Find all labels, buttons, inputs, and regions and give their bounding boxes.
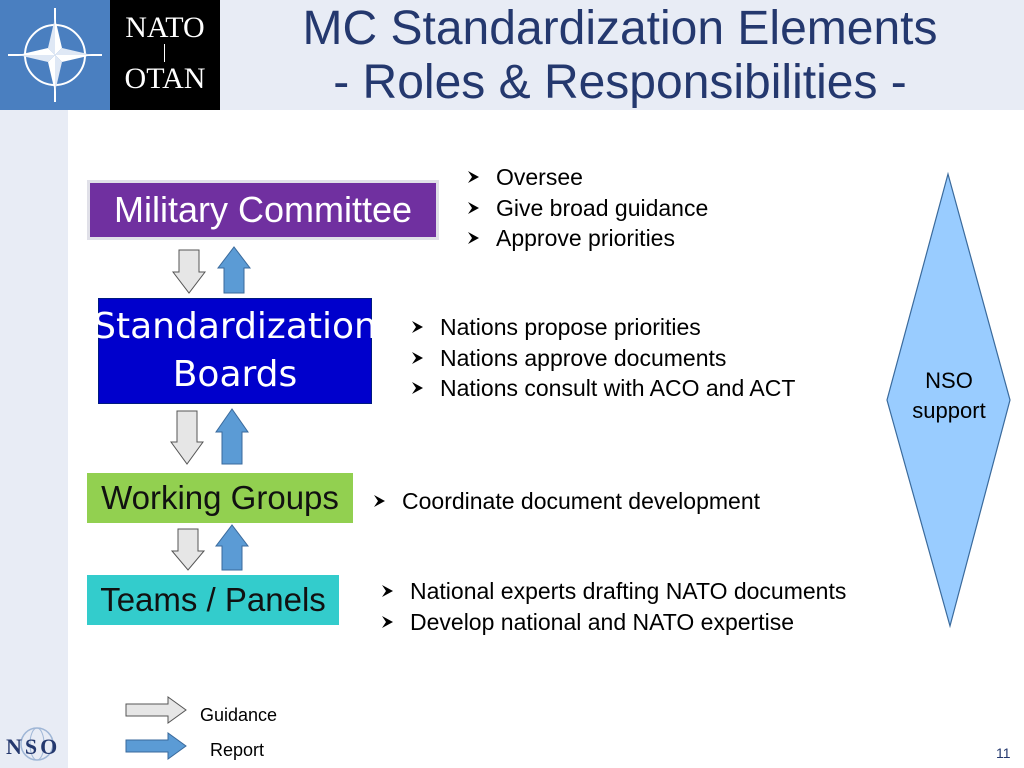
report-up-arrow-3 [214, 524, 250, 571]
title-line-2: - Roles & Responsibilities - [333, 56, 907, 109]
report-up-arrow-1 [216, 246, 252, 294]
standardization-boards-label-1: Standardization [93, 306, 377, 347]
teams-panels-box: Teams / Panels [87, 575, 339, 625]
arrowhead-bullet-icon [412, 351, 423, 364]
standardization-boards-box: Standardization Boards [93, 298, 377, 404]
working-groups-label: Working Groups [101, 479, 339, 516]
logo-otan-text: OTAN [124, 62, 206, 95]
military-committee-box: Military Committee [87, 180, 439, 240]
list-item: Coordinate document development [372, 486, 760, 517]
list-item: Oversee [466, 162, 708, 193]
list-item: Give broad guidance [466, 193, 708, 224]
nso-globe-icon [20, 727, 54, 761]
nato-compass-logo [0, 0, 110, 110]
logo-nato-text: NATO [125, 11, 205, 44]
mc-bullet-list: Oversee Give broad guidance Approve prio… [466, 162, 708, 254]
legend-guidance-arrow [125, 696, 187, 724]
left-band [0, 110, 68, 768]
legend-report-arrow [125, 732, 187, 760]
teams-panels-label: Teams / Panels [100, 581, 326, 618]
list-item: National experts drafting NATO documents [380, 576, 846, 607]
report-up-arrow-2 [215, 408, 249, 465]
standardization-boards-label-2: Boards [172, 354, 298, 395]
working-groups-box: Working Groups [87, 473, 353, 523]
arrowhead-bullet-icon [382, 615, 393, 628]
legend-guidance-label: Guidance [200, 705, 278, 725]
arrowhead-bullet-icon [374, 495, 385, 508]
military-committee-label: Military Committee [113, 189, 413, 230]
slide-title: MC Standardization Elements - Roles & Re… [230, 2, 1010, 110]
list-item: Nations approve documents [410, 343, 795, 374]
tp-bullet-list: National experts drafting NATO documents… [380, 576, 846, 637]
wg-bullet-list: Coordinate document development [372, 486, 760, 517]
nso-logo: NSO [4, 722, 70, 762]
compass-rose-icon [8, 8, 102, 102]
nso-logo-text: NSO [6, 734, 61, 759]
arrowhead-bullet-icon [468, 201, 479, 214]
nso-support-label: NSO support [912, 368, 986, 423]
guidance-down-arrow-2 [170, 410, 204, 465]
arrowhead-bullet-icon [468, 232, 479, 245]
arrowhead-bullet-icon [468, 171, 479, 184]
guidance-down-arrow-3 [170, 528, 206, 571]
title-line-1: MC Standardization Elements [302, 2, 938, 55]
arrowhead-bullet-icon [382, 585, 393, 598]
nato-otan-wordmark: NATO OTAN [110, 0, 220, 110]
guidance-down-arrow-1 [171, 249, 207, 294]
list-item: Nations consult with ACO and ACT [410, 373, 795, 404]
page-number: 11 [996, 745, 1011, 761]
nso-support-diamond [886, 171, 1011, 629]
list-item: Approve priorities [466, 223, 708, 254]
list-item: Nations propose priorities [410, 312, 795, 343]
logo-divider [164, 44, 165, 62]
list-item: Develop national and NATO expertise [380, 607, 846, 638]
sb-bullet-list: Nations propose priorities Nations appro… [410, 312, 795, 404]
arrowhead-bullet-icon [412, 321, 423, 334]
legend-report-label: Report [210, 740, 265, 760]
arrowhead-bullet-icon [412, 382, 423, 395]
